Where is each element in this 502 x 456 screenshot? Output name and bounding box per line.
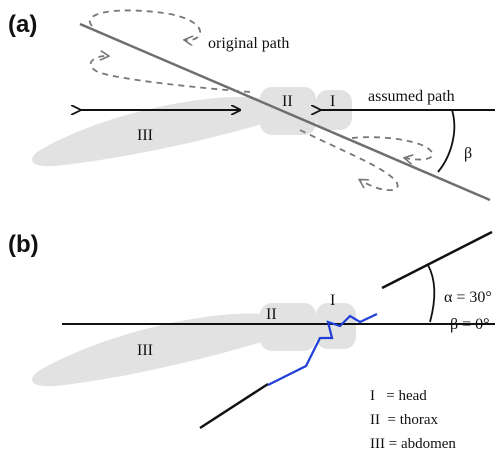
panel-b: (b) α = 30° β = 0° II I III I = head II … — [8, 230, 495, 452]
thorax-shape-b — [260, 303, 316, 351]
beta-angle-arc-a — [437, 109, 456, 173]
alpha-axis-upper — [381, 230, 493, 290]
head-shape-b — [316, 303, 356, 349]
original-path-dashed-2 — [89, 56, 251, 93]
head-label-a: I — [330, 93, 335, 110]
original-path-label: original path — [208, 35, 289, 52]
thorax-label-b: II — [266, 306, 277, 323]
assumed-path-label: assumed path — [368, 88, 455, 105]
abdomen-label-b: III — [137, 342, 153, 359]
blue-flight-path — [267, 313, 378, 386]
body-axis-line-a — [79, 22, 491, 202]
beta-label-a: β — [464, 145, 472, 162]
thorax-shape-a — [260, 87, 316, 135]
panel-b-label: (b) — [8, 231, 39, 258]
original-path-dashed-4 — [351, 136, 434, 159]
panel-a: (a) original path assumed path β II I II… — [8, 9, 495, 202]
legend-item-thorax: II = thorax — [370, 412, 439, 428]
abdomen-label-a: III — [137, 127, 153, 144]
thorax-label-a: II — [282, 93, 293, 110]
alpha-label-b: α = 30° — [444, 289, 492, 306]
original-path-dashed-3 — [299, 129, 399, 192]
alpha-axis-lower — [199, 382, 269, 430]
alpha-angle-arc-b — [427, 264, 436, 323]
abdomen-shape-b — [32, 313, 262, 387]
legend-item-abdomen: III = abdomen — [370, 436, 456, 452]
original-path-dashed — [89, 9, 201, 40]
head-label-b: I — [330, 292, 335, 309]
legend-item-head: I = head — [370, 388, 427, 404]
insect-body-a — [32, 87, 352, 167]
panel-a-label: (a) — [8, 11, 37, 38]
insect-body-b — [32, 303, 356, 387]
beta-label-b: β = 0° — [450, 316, 490, 333]
legend: I = head II = thorax III = abdomen — [370, 388, 456, 452]
